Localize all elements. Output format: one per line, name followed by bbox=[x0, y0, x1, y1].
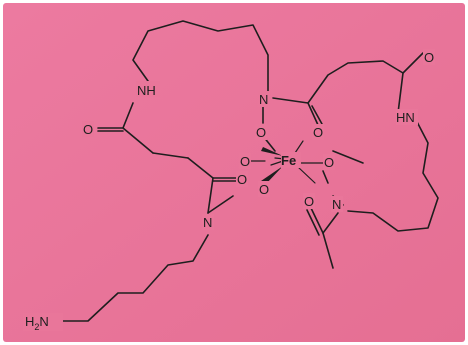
o-label-right-hydroxamate: O bbox=[324, 155, 334, 170]
n-label-lower-left: N bbox=[203, 215, 212, 230]
o-label-right-carbonyl: O bbox=[424, 50, 434, 65]
o-label-top-hydroxamate: O bbox=[256, 125, 266, 140]
o-label-left-carbonyl: O bbox=[83, 122, 93, 137]
o-label-right-carbonyl-lower: O bbox=[304, 194, 314, 209]
top-hydroxamate bbox=[262, 52, 424, 152]
molecule-diagram: NH O N O O O HN O Fe O bbox=[3, 3, 465, 342]
right-ring-bonds bbox=[306, 117, 439, 269]
fe-label: Fe bbox=[281, 153, 296, 168]
atom-labels: NH O N O O O HN O Fe O bbox=[23, 49, 435, 332]
upper-ring-bonds bbox=[97, 20, 269, 179]
o-label-top-carbonyl: O bbox=[313, 125, 323, 140]
background bbox=[3, 3, 465, 342]
structure-panel: NH O N O O O HN O Fe O bbox=[3, 3, 465, 342]
o-label-lower-carbonyl: O bbox=[237, 172, 247, 187]
o-label-left-upper: O bbox=[240, 154, 250, 169]
lower-left-bonds bbox=[62, 177, 239, 322]
amine-label: H2N bbox=[25, 314, 49, 332]
hn-label-right: HN bbox=[396, 110, 415, 125]
n-label-right: N bbox=[332, 197, 341, 212]
nh-label-left: NH bbox=[137, 83, 156, 98]
n-label-top: N bbox=[259, 92, 268, 107]
o-label-lower-hydroxamate: O bbox=[259, 182, 269, 197]
